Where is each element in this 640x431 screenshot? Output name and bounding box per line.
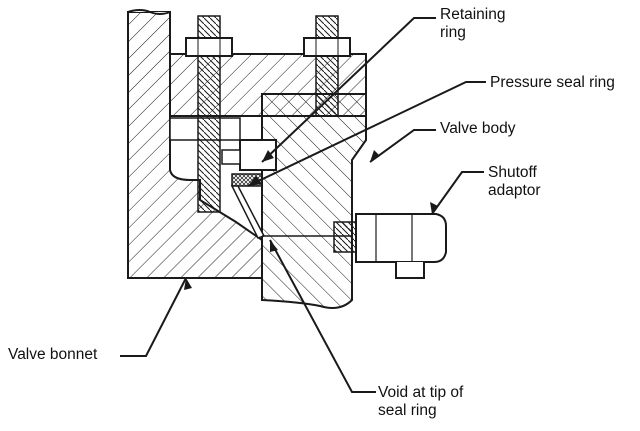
retaining-ring-part: [221, 139, 277, 171]
label-valve-bonnet: Valve bonnet: [8, 346, 98, 363]
valve-body-part: [261, 93, 367, 309]
leader-void-at-tip: [269, 239, 376, 393]
label-pressure-seal-ring: Pressure seal ring: [490, 74, 615, 91]
leader-valve-bonnet: [120, 277, 187, 357]
leader-pressure-seal-ring: [247, 81, 486, 187]
leader-valve-body: [369, 129, 436, 163]
leader-shutoff-adaptor: [431, 171, 484, 215]
label-retaining-ring-line1: Retaining: [440, 6, 506, 23]
stud-right: [303, 15, 351, 117]
stud-left: [185, 15, 233, 213]
label-void-at-tip-line1: Void at tip of: [378, 384, 464, 401]
label-retaining-ring: Retaining ring: [440, 6, 506, 42]
shutoff-adaptor-part: [262, 213, 447, 279]
label-retaining-ring-line2: ring: [440, 24, 466, 41]
label-shutoff-adaptor-line1: Shutoff: [488, 164, 537, 181]
label-void-at-tip: Void at tip of seal ring: [378, 384, 463, 420]
leader-arrowheads: [184, 150, 438, 290]
label-shutoff-adaptor-line2: adaptor: [488, 182, 541, 199]
label-valve-body: Valve body: [440, 120, 516, 137]
label-shutoff-adaptor: Shutoff adaptor: [488, 164, 541, 200]
leader-retaining-ring: [261, 17, 436, 163]
leader-lines: [120, 17, 486, 393]
label-void-at-tip-line2: seal ring: [378, 402, 437, 419]
